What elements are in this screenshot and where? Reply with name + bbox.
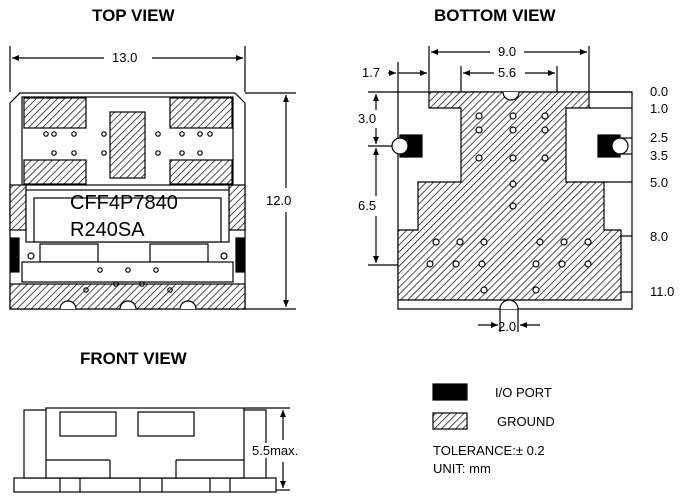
bottom-left-dim-1: 3.0 — [358, 111, 377, 126]
right-label-5: 8.0 — [650, 229, 669, 244]
bottom-width-outer-dim: 9.0 — [498, 44, 517, 59]
top-view-title: TOP VIEW — [92, 6, 175, 25]
bottom-view — [368, 46, 633, 332]
right-label-3: 3.5 — [650, 148, 669, 163]
bottom-view-title: BOTTOM VIEW — [434, 6, 556, 25]
tolerance-note: TOLERANCE:± 0.2 — [433, 443, 545, 458]
top-height-dim: 12.0 — [266, 193, 292, 208]
unit-note: UNIT: mm — [433, 461, 491, 476]
right-label-6: 11.0 — [650, 284, 675, 299]
part-marking-line1: CFF4P7840 — [70, 192, 178, 214]
right-label-1: 1.0 — [650, 101, 669, 116]
bottom-left-dim-2: 6.5 — [358, 198, 377, 213]
bottom-left-offset-dim: 1.7 — [362, 65, 381, 80]
top-width-dim: 13.0 — [112, 50, 138, 65]
right-label-0: 0.0 — [650, 84, 669, 99]
top-view — [9, 46, 296, 310]
front-view-title: FRONT VIEW — [80, 349, 187, 368]
legend-io-port-label: I/O PORT — [495, 385, 552, 400]
front-view — [13, 407, 290, 493]
right-label-2: 2.5 — [650, 130, 669, 145]
legend-swatches — [432, 383, 468, 430]
part-marking-line2: R240SA — [70, 219, 145, 241]
right-label-4: 5.0 — [650, 175, 669, 190]
bottom-gap-dim: 2.0 — [498, 319, 517, 334]
legend-ground-label: GROUND — [497, 414, 555, 429]
bottom-width-inner-dim: 5.6 — [498, 65, 517, 80]
front-height-dim: 5.5max. — [252, 443, 299, 458]
